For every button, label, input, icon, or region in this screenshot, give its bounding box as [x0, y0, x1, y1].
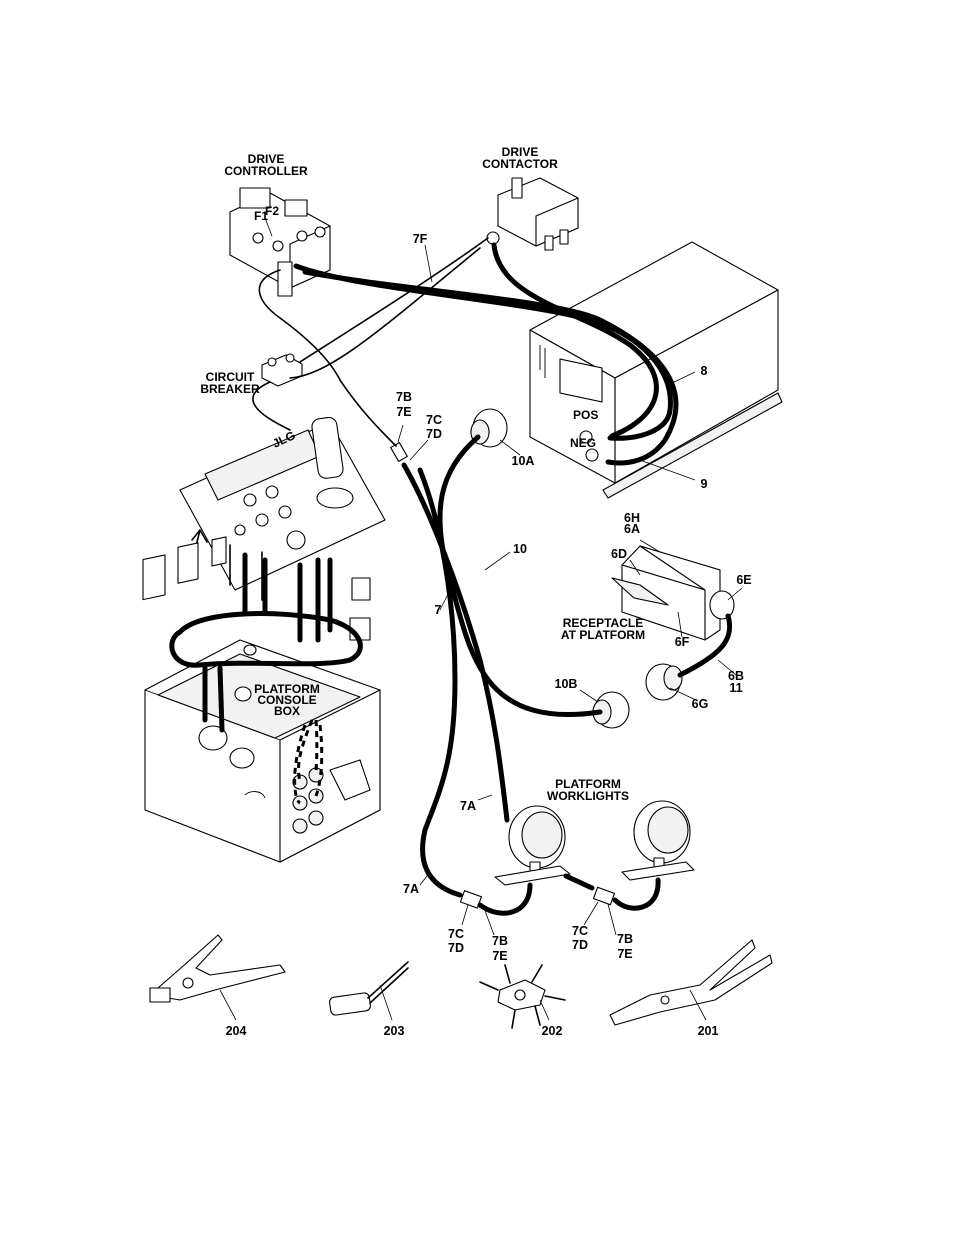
callout-7f: 7F: [413, 232, 428, 246]
inline-connector-left: [459, 890, 482, 909]
drive-controller: [229, 187, 331, 297]
worklight-right: [621, 800, 695, 881]
receptacle-at-platform: [611, 545, 735, 641]
control-panel: [179, 416, 386, 601]
callout-10a: 10A: [512, 454, 535, 468]
callout-f2: F2: [265, 204, 279, 218]
callout-8: 8: [701, 364, 708, 378]
tool-202-insertion-set: [479, 964, 566, 1029]
callout-7: 7: [435, 603, 442, 617]
tool-203-extractor: [329, 961, 409, 1016]
callout-tool-201: 201: [698, 1024, 719, 1038]
callout-10: 10: [513, 542, 527, 556]
callout-tool-203: 203: [384, 1024, 405, 1038]
callout-6f: 6F: [675, 635, 690, 649]
callout-6d: 6D: [611, 547, 627, 561]
callout-pos: POS: [573, 408, 598, 422]
callout-6g: 6G: [692, 697, 709, 711]
callout-neg: NEG: [570, 436, 596, 450]
callout-7a-upper: 7A: [460, 799, 476, 813]
leader-lines: [219, 217, 743, 1021]
callout-10b: 10B: [555, 677, 578, 691]
drive-contactor: [486, 177, 579, 251]
callout-7a-lower: 7A: [403, 882, 419, 896]
callout-6e: 6E: [736, 573, 751, 587]
thin-wires: [252, 237, 489, 447]
inline-connector-right: [592, 886, 616, 906]
motor-controller-box: [529, 241, 783, 499]
callout-tool-202: 202: [542, 1024, 563, 1038]
tool-201-crimp-pliers: [609, 939, 773, 1026]
callout-tool-204: 204: [226, 1024, 247, 1038]
callout-f1: F1: [254, 209, 268, 223]
circuit-breaker: [261, 353, 303, 387]
cables: [169, 242, 733, 916]
worklight-left: [494, 805, 571, 886]
platform-console-box: [144, 639, 381, 863]
plug-6g: [645, 663, 683, 701]
inline-connector-top: [390, 442, 408, 462]
callout-9: 9: [701, 477, 708, 491]
tool-204-crimper: [149, 934, 286, 1003]
